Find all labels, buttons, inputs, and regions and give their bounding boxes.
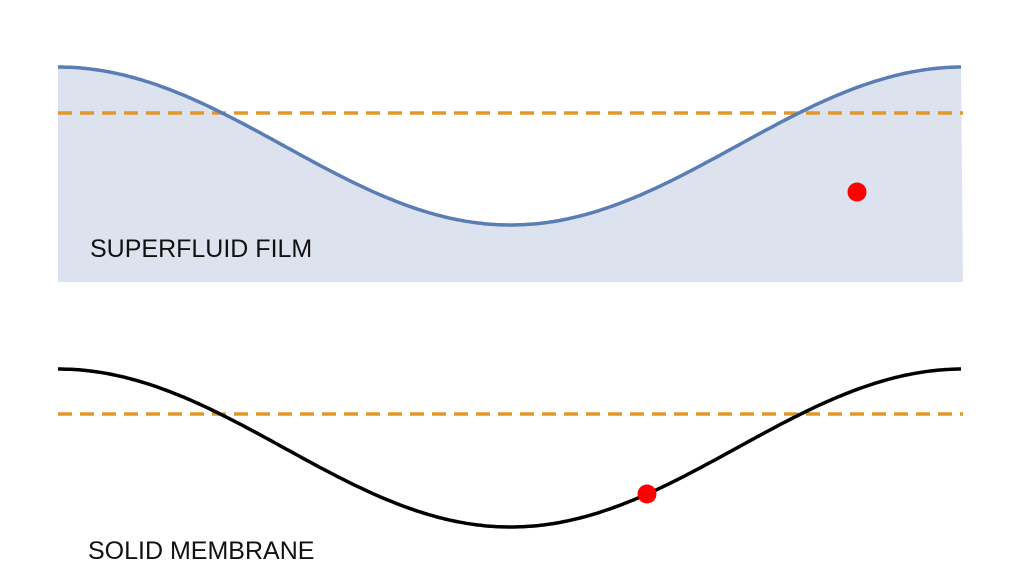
solid-membrane-panel: SOLID MEMBRANE [58,367,963,565]
superfluid-film-label: SUPERFLUID FILM [90,235,312,263]
red-particle-dot [847,182,867,202]
superfluid-film-panel: SUPERFLUID FILM [58,65,963,282]
superfluid-fill [58,67,963,282]
red-particle-dot [637,484,657,504]
membrane-curve [58,367,961,529]
superfluid-surface-curve [58,65,961,227]
solid-membrane-label: SOLID MEMBRANE [88,537,314,565]
